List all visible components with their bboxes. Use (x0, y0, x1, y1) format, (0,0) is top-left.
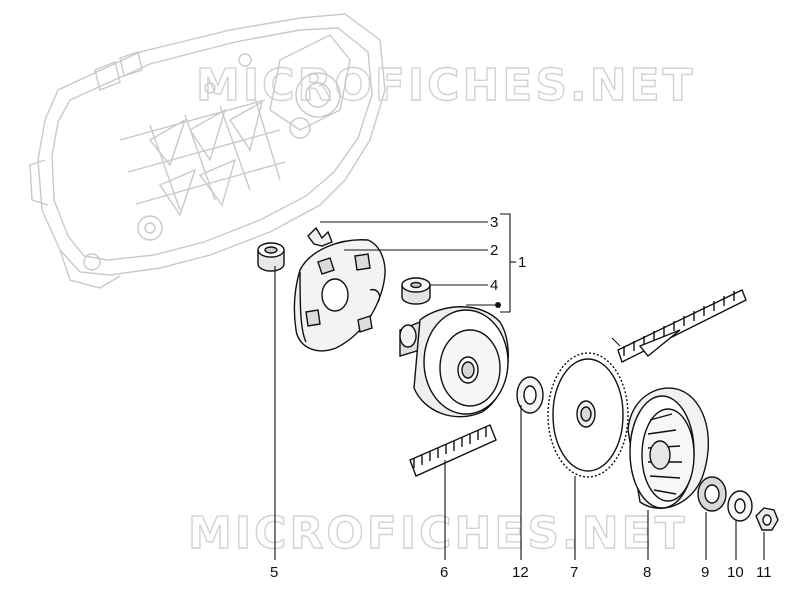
callout-11: 11 (756, 564, 772, 581)
callout-3: 3 (490, 214, 498, 231)
part-6-belt (409, 424, 497, 477)
crankcase-ghost-illustration (29, 13, 386, 289)
part-4-roller (401, 277, 431, 305)
callout-10: 10 (727, 564, 744, 581)
watermark-bottom: MICROFICHES.NET (188, 508, 688, 559)
part-2-ramp-plate (293, 239, 386, 352)
callout-1: 1 (518, 254, 526, 271)
part-7-gear (547, 352, 629, 478)
part-11-hex-nut (755, 507, 779, 531)
callout-9: 9 (701, 564, 709, 581)
callout-labels: 3 2 1 4 5 6 12 7 8 9 10 11 (270, 214, 772, 581)
part-8-fan-pulley (627, 387, 709, 509)
callout-5: 5 (270, 564, 278, 581)
part-5-roller (257, 242, 285, 272)
leader-lines (274, 213, 765, 560)
part-12-washer (516, 376, 544, 414)
belt-fragment-top (611, 289, 747, 363)
part-3-clip (307, 226, 333, 247)
callout-7: 7 (570, 564, 578, 581)
part-10-washer (727, 490, 753, 522)
callout-12: 12 (512, 564, 529, 581)
callout-4: 4 (490, 277, 498, 294)
part-9-nut (697, 476, 727, 512)
callout-2: 2 (490, 242, 498, 259)
part-1-movable-pulley (399, 306, 509, 418)
callout-8: 8 (643, 564, 651, 581)
callout-6: 6 (440, 564, 448, 581)
